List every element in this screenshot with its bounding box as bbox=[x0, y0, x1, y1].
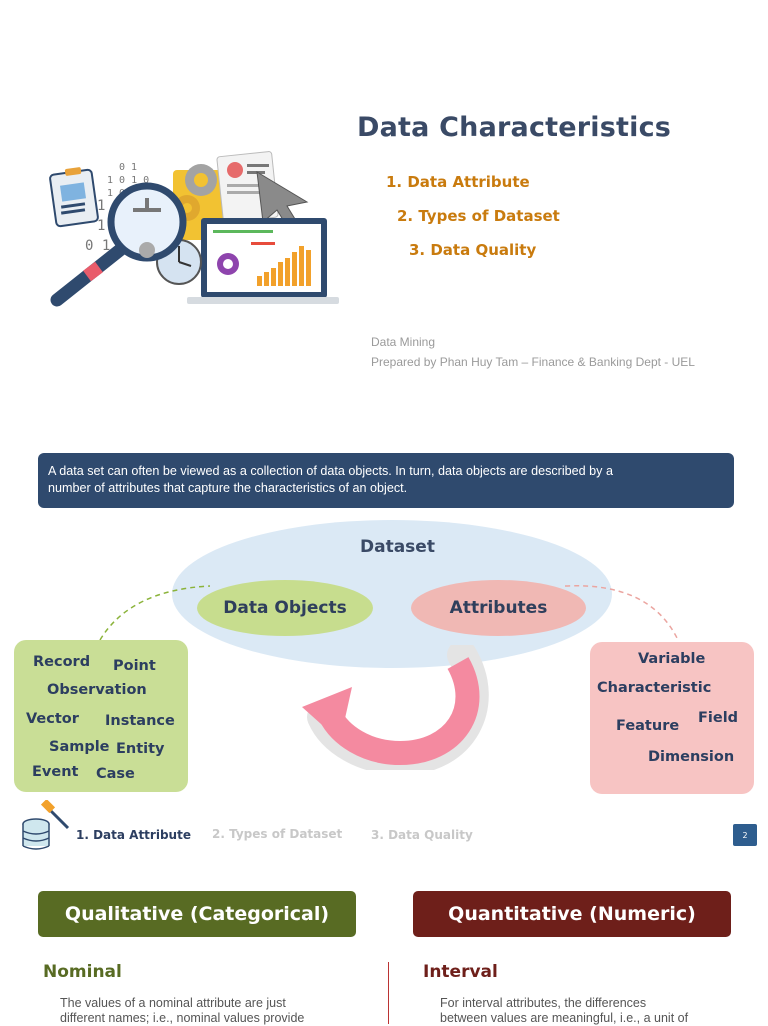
svg-text:1: 1 bbox=[97, 218, 105, 234]
data-object-synonyms-box bbox=[14, 640, 188, 792]
attribute-synonyms-box bbox=[590, 642, 754, 794]
synonym-dimension: Dimension bbox=[648, 749, 735, 765]
page-number-badge: 2 bbox=[733, 824, 757, 846]
interval-line-2: between values are meaningful, i.e., a u… bbox=[440, 1011, 689, 1025]
agenda-item-data-quality[interactable]: 3. Data Quality bbox=[409, 241, 537, 259]
synonym-record: Record bbox=[33, 654, 91, 670]
magnifier-icon bbox=[50, 182, 187, 307]
nav-tab-types-of-dataset[interactable]: 2. Types of Dataset bbox=[212, 827, 343, 841]
definition-banner: A data set can often be viewed as a coll… bbox=[38, 453, 734, 508]
agenda-item-data-attribute[interactable]: 1. Data Attribute bbox=[386, 173, 530, 191]
clipboard-icon bbox=[49, 167, 99, 228]
synonym-sample: Sample bbox=[49, 739, 110, 755]
synonym-variable: Variable bbox=[638, 651, 706, 667]
svg-text:0 1: 0 1 bbox=[119, 162, 137, 173]
data-objects-pill: Data Objects bbox=[197, 580, 373, 636]
svg-text:0 1: 0 1 bbox=[85, 238, 110, 254]
attributes-pill: Attributes bbox=[411, 580, 586, 636]
synonym-instance: Instance bbox=[105, 713, 175, 729]
dataset-label: Dataset bbox=[360, 537, 435, 557]
nominal-line-1: The values of a nominal attribute are ju… bbox=[60, 996, 286, 1010]
synonym-case: Case bbox=[96, 766, 135, 782]
curved-arrow-icon bbox=[302, 645, 489, 770]
interval-heading: Interval bbox=[423, 962, 498, 982]
synonym-field: Field bbox=[698, 710, 739, 726]
synonym-vector: Vector bbox=[26, 711, 79, 727]
dashed-connectors bbox=[99, 585, 679, 641]
data-analysis-illustration: 0 1 1 0 1 0 1 0 1 0 1 1 0 1 bbox=[49, 151, 339, 307]
synonym-characteristic: Characteristic bbox=[597, 680, 712, 696]
nominal-heading: Nominal bbox=[43, 962, 122, 982]
nominal-line-2: different names; i.e., nominal values pr… bbox=[60, 1011, 305, 1025]
qualitative-header: Qualitative (Categorical) bbox=[38, 891, 356, 937]
synonym-point: Point bbox=[113, 658, 156, 674]
nav-tab-data-quality[interactable]: 3. Data Quality bbox=[371, 828, 473, 842]
quantitative-header: Quantitative (Numeric) bbox=[413, 891, 731, 937]
synonym-event: Event bbox=[32, 764, 79, 780]
nav-tab-data-attribute[interactable]: 1. Data Attribute bbox=[76, 828, 191, 842]
author-credit: Prepared by Phan Huy Tam – Finance & Ban… bbox=[371, 355, 695, 369]
page-title: Data Characteristics bbox=[357, 112, 672, 143]
laptop-icon bbox=[187, 218, 339, 304]
banner-line-2: number of attributes that capture the ch… bbox=[48, 481, 408, 495]
synonym-entity: Entity bbox=[116, 741, 165, 757]
synonym-feature: Feature bbox=[616, 718, 680, 734]
interval-line-1: For interval attributes, the differences bbox=[440, 996, 647, 1010]
synonym-observation: Observation bbox=[47, 682, 147, 698]
svg-text:1: 1 bbox=[97, 198, 105, 214]
interval-description: For interval attributes, the differences… bbox=[440, 996, 730, 1026]
course-name: Data Mining bbox=[371, 335, 436, 349]
column-divider bbox=[388, 962, 389, 1024]
nominal-description: The values of a nominal attribute are ju… bbox=[60, 996, 350, 1026]
banner-line-1: A data set can often be viewed as a coll… bbox=[48, 464, 613, 478]
agenda-item-types-of-dataset[interactable]: 2. Types of Dataset bbox=[397, 207, 560, 225]
database-icon bbox=[22, 800, 70, 850]
svg-text:1 0 1 0: 1 0 1 0 bbox=[107, 175, 149, 186]
